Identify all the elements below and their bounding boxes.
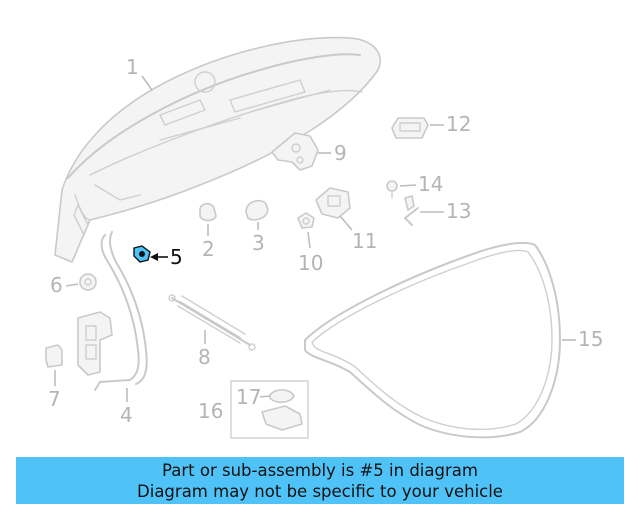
callout-7: 7 [48, 387, 61, 411]
callout-6: 6 [50, 273, 63, 297]
part-7-bracket [45, 344, 63, 368]
part-4-hinge [77, 231, 148, 391]
callout-15: 15 [578, 327, 603, 351]
part-9-latch [271, 132, 319, 171]
callout-2: 2 [202, 237, 215, 261]
part-15-weatherstrip [304, 241, 561, 439]
callout-10: 10 [298, 251, 323, 275]
part-6-clip [79, 273, 97, 291]
part-8-gas-strut [168, 294, 256, 351]
part-5-screw [133, 245, 151, 263]
part-11-actuator [315, 187, 351, 219]
parts-diagram: 1 2 3 4 5 6 7 8 9 10 11 12 13 14 15 16 1 [45, 36, 603, 439]
info-banner: Part or sub-assembly is #5 in diagram Di… [16, 457, 624, 504]
callout-4: 4 [120, 403, 133, 427]
callout-12: 12 [446, 112, 471, 136]
callout-11: 11 [352, 229, 377, 253]
part-14-bolt [386, 180, 398, 199]
banner-line-1: Part or sub-assembly is #5 in diagram [162, 461, 478, 480]
part-12-handle [391, 117, 429, 139]
part-3-pad [245, 199, 269, 221]
callout-17: 17 [236, 385, 261, 409]
callout-14: 14 [418, 172, 443, 196]
part-2-bumper [199, 202, 217, 222]
banner-line-2: Diagram may not be specific to your vehi… [137, 482, 503, 501]
callout-8: 8 [198, 345, 211, 369]
part-1-trunk-lid [54, 36, 381, 263]
callout-5: 5 [170, 245, 183, 269]
callout-9: 9 [334, 141, 347, 165]
part-10-fastener [297, 212, 315, 229]
callout-13: 13 [446, 199, 471, 223]
callout-1: 1 [126, 55, 139, 79]
callouts: 1 2 3 4 5 6 7 8 9 10 11 12 13 14 15 16 1 [48, 55, 603, 427]
callout-16: 16 [198, 399, 223, 423]
sub-assembly-16-box [230, 380, 309, 439]
callout-3: 3 [252, 231, 265, 255]
part-13-stud [404, 195, 419, 226]
